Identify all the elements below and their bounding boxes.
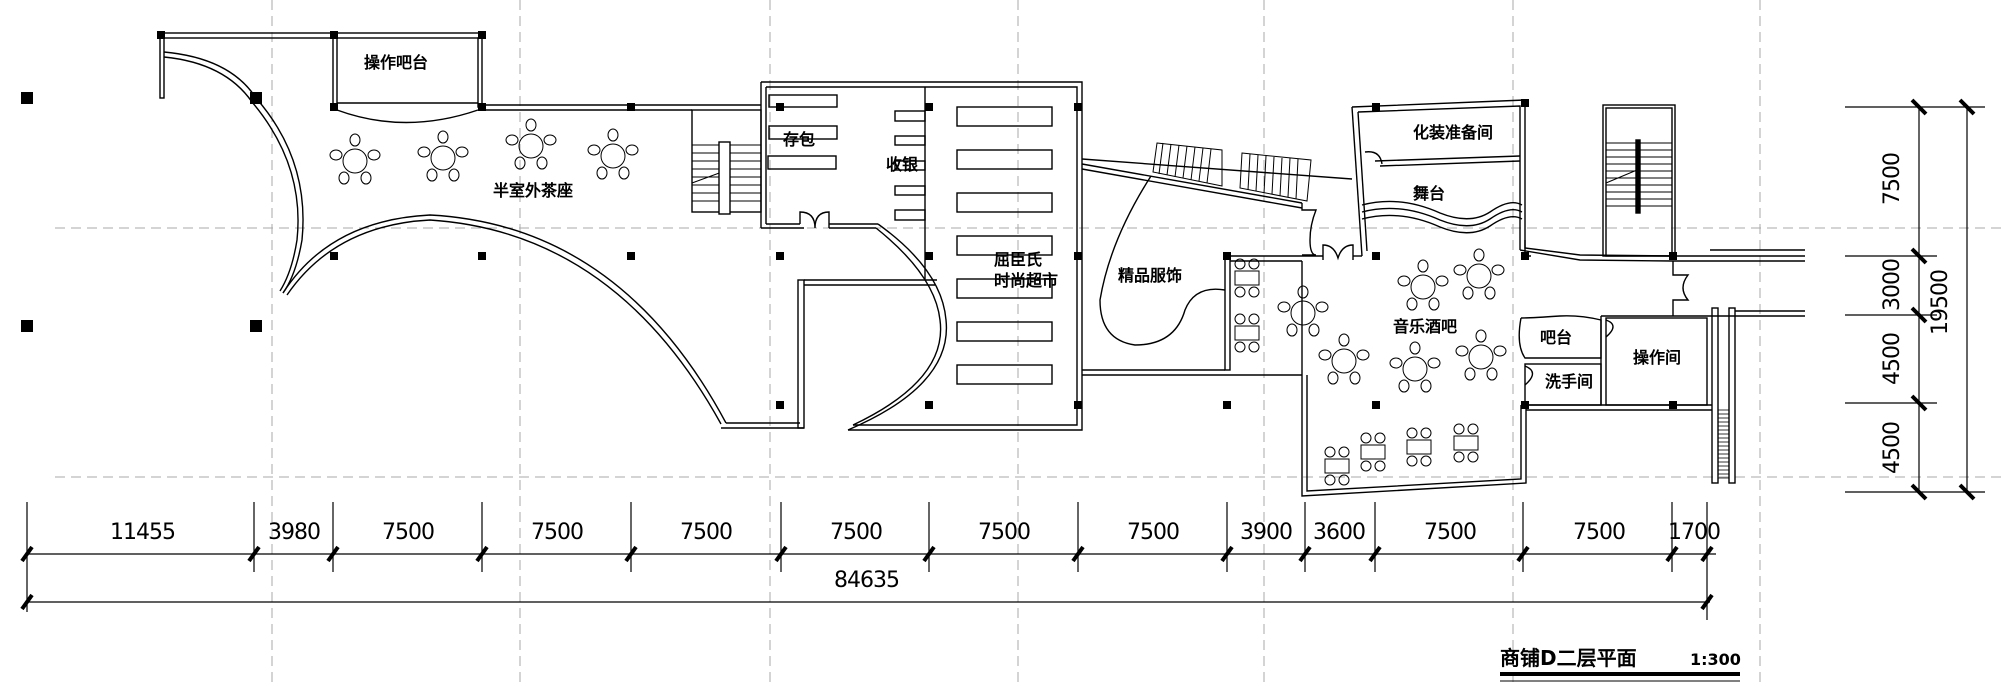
dim-h-6: 7500 [830,520,883,545]
room-label-operation-bar: 操作吧台 [364,53,429,72]
room-label-washroom: 洗手间 [1545,372,1594,391]
structural-columns [21,31,1677,409]
dim-h-13: 1700 [1668,520,1721,545]
dim-v-total: 19500 [1928,270,1953,335]
dim-h-4: 7500 [531,520,584,545]
room-label-operation-room: 操作间 [1633,348,1682,367]
room-label-supermarket-brand: 屈臣氏 [994,250,1043,269]
dim-h-9: 3900 [1240,520,1293,545]
dim-h-total: 84635 [834,568,900,593]
tea-tables [329,118,639,185]
dim-h-12: 7500 [1573,520,1626,545]
dim-v-3: 4500 [1880,333,1905,385]
room-label-makeup-room: 化装准备间 [1413,123,1494,142]
vertical-dimension-lines [1845,106,1985,493]
dim-v-1: 7500 [1880,153,1905,205]
dim-h-5: 7500 [680,520,733,545]
drawing-scale: 1:300 [1690,650,1741,669]
room-label-music-bar: 音乐酒吧 [1393,317,1458,336]
dim-v-4: 4500 [1880,422,1905,474]
room-label-cashier: 收银 [886,155,919,174]
dim-h-2: 3980 [268,520,321,545]
dim-h-8: 7500 [1127,520,1180,545]
bar-tables [1234,248,1507,486]
drawing-title: 商铺D二层平面 [1500,646,1637,670]
title-underline [1500,672,1740,676]
dim-h-3: 7500 [382,520,435,545]
dim-h-1: 11455 [110,520,176,545]
room-label-boutique: 精品服饰 [1118,266,1183,285]
room-label-bar-counter: 吧台 [1540,328,1573,347]
walls [159,32,1805,497]
dim-h-10: 3600 [1313,520,1366,545]
room-label-supermarket: 时尚超市 [994,271,1059,290]
dimension-ticks [20,545,1714,611]
dim-v-2: 3000 [1880,259,1905,311]
dim-h-11: 7500 [1424,520,1477,545]
room-label-semi-outdoor-tea: 半室外茶座 [493,181,574,200]
dim-h-7: 7500 [978,520,1031,545]
room-label-bag-storage: 存包 [783,130,816,149]
room-label-stage: 舞台 [1413,184,1446,203]
